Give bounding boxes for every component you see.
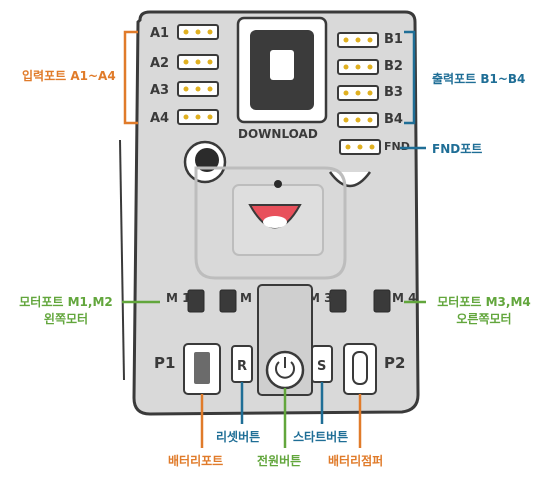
port-label-a4: A4	[150, 111, 169, 126]
motor-label-m3: M 3	[308, 291, 332, 305]
battery-jumper-pins	[352, 351, 368, 385]
output-port-pins	[343, 37, 375, 150]
callout-input-ports: 입력포트 A1~A4	[22, 69, 116, 83]
motor-port-connectors	[187, 289, 391, 313]
input-port-pins	[183, 29, 213, 120]
nose	[274, 180, 282, 188]
callout-motor-left-line2: 왼쪽모터	[43, 312, 89, 327]
callout-motor-left-line1: 모터포트 M1,M2	[19, 295, 113, 309]
callout-motor-right-line2: 오른쪽모터	[456, 312, 512, 327]
bracket-output	[404, 30, 416, 125]
callout-start-button: 스타트버튼	[293, 430, 349, 444]
callout-battery-port: 배터리포트	[168, 454, 224, 468]
callout-motor-right-line1: 모터포트 M3,M4	[437, 295, 531, 309]
callout-output-ports: 출력포트 B1~B4	[432, 72, 526, 86]
p1-label: P1	[154, 354, 175, 372]
download-label: DOWNLOAD	[238, 127, 318, 141]
power-icon	[275, 357, 295, 379]
fnd-label: FND	[384, 140, 410, 153]
sensor-outline	[194, 166, 347, 280]
p2-label: P2	[384, 354, 405, 372]
callout-motor-right: 모터포트 M3,M4 오른쪽모터	[428, 295, 540, 327]
callout-battery-jumper: 배터리점퍼	[328, 454, 384, 468]
download-jack-contacts	[270, 50, 294, 80]
battery-port-socket	[194, 352, 210, 384]
motor-label-m1: M 1	[166, 291, 190, 305]
callout-reset-button: 리셋버튼	[216, 430, 261, 444]
board-edge	[119, 139, 125, 381]
port-label-b4: B4	[384, 112, 403, 127]
bracket-input	[123, 30, 138, 125]
eye-left-pupil	[195, 148, 219, 172]
port-label-a1: A1	[150, 26, 169, 41]
callout-power-button: 전원버튼	[257, 454, 302, 468]
port-label-a3: A3	[150, 83, 169, 98]
callout-fnd-port: FND포트	[432, 142, 483, 156]
eye-right	[328, 171, 372, 188]
port-label-b3: B3	[384, 85, 403, 100]
port-label-a2: A2	[150, 56, 169, 71]
callout-motor-left: 모터포트 M1,M2 왼쪽모터	[14, 295, 118, 327]
start-key-label: S	[317, 359, 326, 374]
port-label-b1: B1	[384, 32, 403, 47]
port-label-b2: B2	[384, 59, 403, 74]
tongue	[263, 216, 287, 228]
reset-key-label: R	[237, 359, 247, 374]
